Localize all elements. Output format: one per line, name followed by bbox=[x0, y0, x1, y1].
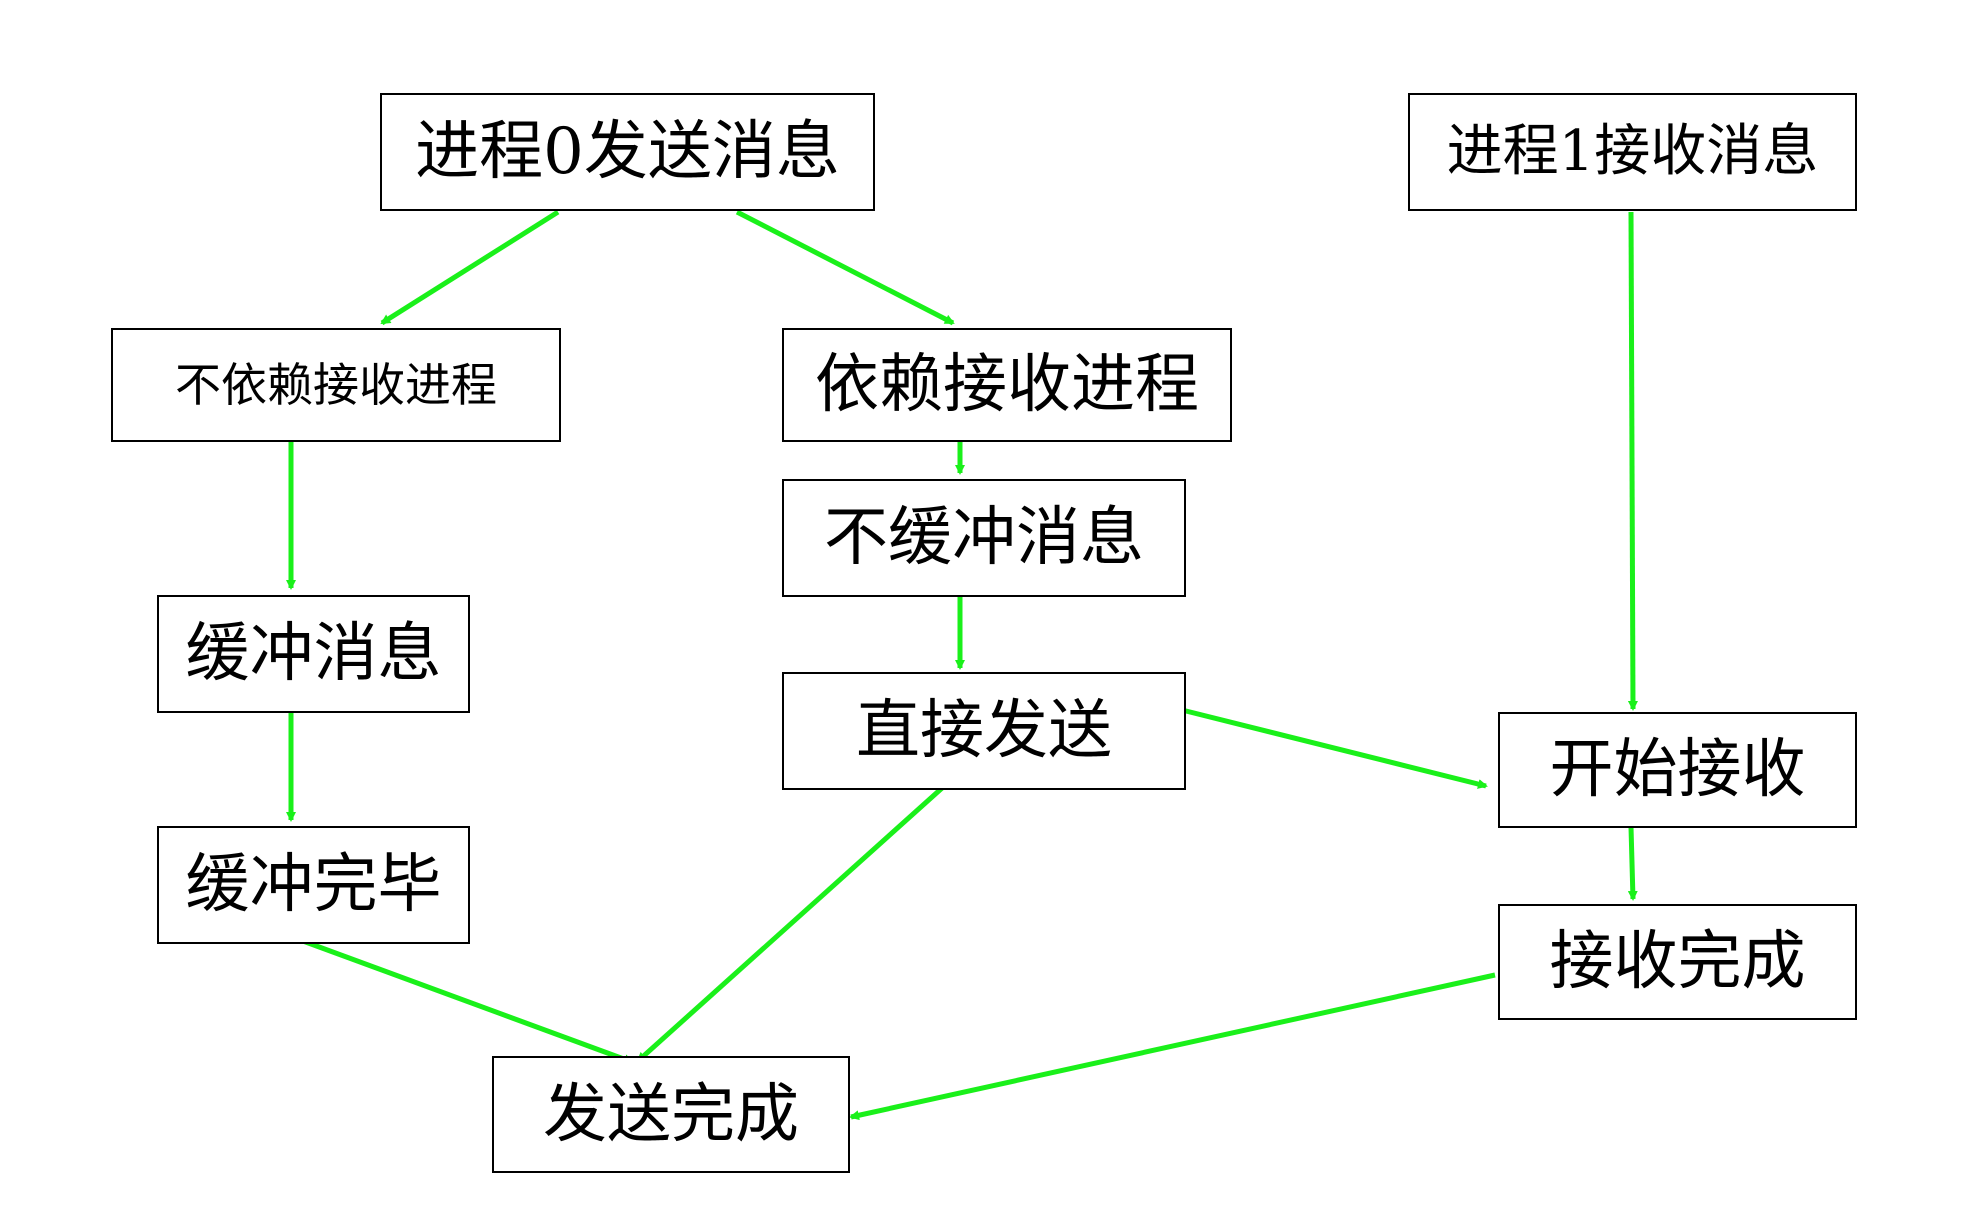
node-depend-receiver: 依赖接收进程 bbox=[782, 328, 1232, 442]
node-process1-receive-label: 进程1接收消息 bbox=[1446, 119, 1819, 184]
node-receive-done-label: 接收完成 bbox=[1549, 925, 1806, 999]
node-buffer-message: 缓冲消息 bbox=[157, 595, 470, 713]
edge-start-recv-to-recv-done bbox=[1627, 826, 1638, 901]
node-not-depend-receiver: 不依赖接收进程 bbox=[111, 328, 561, 442]
edge-direct-send-to-send-done bbox=[636, 778, 953, 1063]
node-start-receive-label: 开始接收 bbox=[1549, 733, 1806, 807]
edge-direct-send-to-start-recv bbox=[1181, 707, 1488, 789]
node-process1-receive: 进程1接收消息 bbox=[1408, 93, 1857, 211]
node-no-buffer-message-label: 不缓冲消息 bbox=[824, 501, 1144, 575]
node-send-done-label: 发送完成 bbox=[543, 1077, 799, 1152]
node-buffer-message-label: 缓冲消息 bbox=[185, 617, 442, 691]
node-no-buffer-message: 不缓冲消息 bbox=[782, 479, 1186, 597]
node-send-done: 发送完成 bbox=[492, 1056, 850, 1173]
node-direct-send: 直接发送 bbox=[782, 672, 1186, 790]
node-process0-send-label: 进程0发送消息 bbox=[415, 115, 840, 189]
node-buffer-done-label: 缓冲完毕 bbox=[185, 848, 442, 922]
edge-recv-done-to-send-done bbox=[849, 972, 1496, 1121]
node-direct-send-label: 直接发送 bbox=[856, 694, 1112, 768]
node-start-receive: 开始接收 bbox=[1498, 712, 1857, 828]
node-process0-send: 进程0发送消息 bbox=[380, 93, 875, 211]
node-receive-done: 接收完成 bbox=[1498, 904, 1857, 1020]
node-depend-receiver-label: 依赖接收进程 bbox=[815, 348, 1199, 422]
edge-p0-to-depend bbox=[735, 209, 955, 326]
edge-buffer-done-to-send-done bbox=[291, 934, 634, 1065]
edge-p0-to-no-depend bbox=[380, 209, 560, 326]
node-buffer-done: 缓冲完毕 bbox=[157, 826, 470, 944]
node-not-depend-receiver-label: 不依赖接收进程 bbox=[175, 358, 497, 412]
edge-p1-to-start-recv bbox=[1627, 211, 1638, 711]
